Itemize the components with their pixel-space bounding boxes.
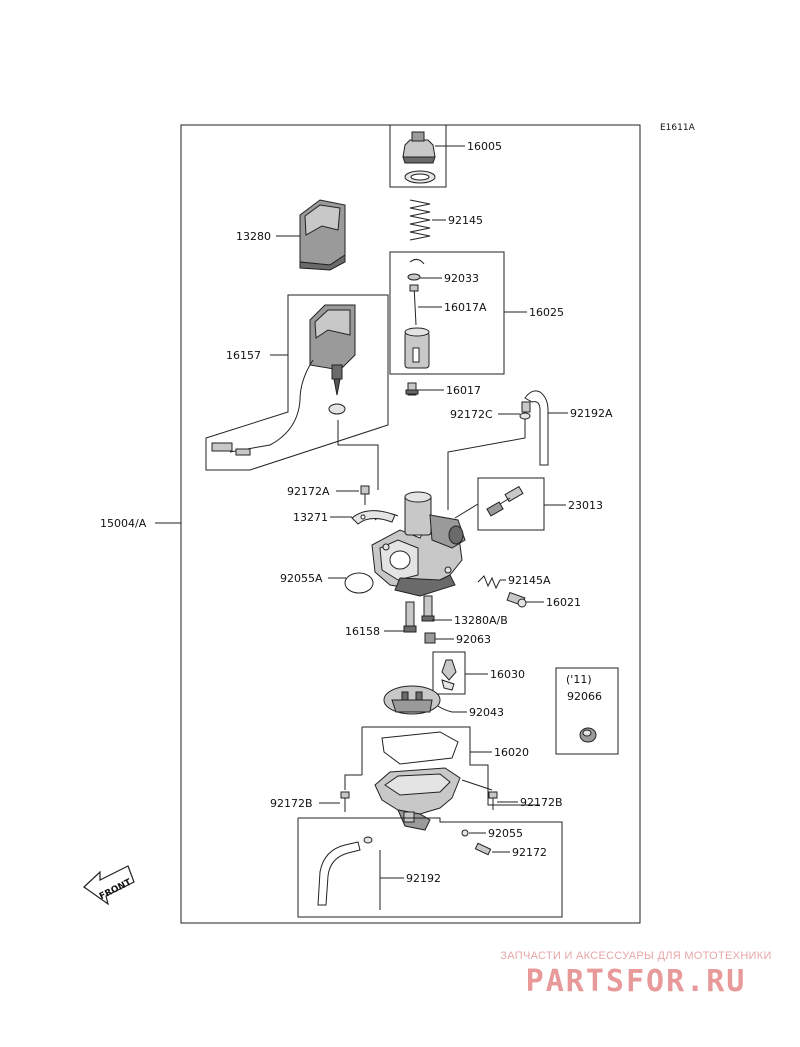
group-box-16157 xyxy=(205,294,389,471)
part-label-92043[interactable]: 92043 xyxy=(469,706,504,719)
part-label-92172[interactable]: 92172 xyxy=(512,846,547,859)
part-label-16017[interactable]: 16017 xyxy=(446,384,481,397)
front-arrow-icon: FRONT xyxy=(83,865,135,906)
bracket-part[interactable] xyxy=(351,510,396,525)
group-box-16030 xyxy=(432,651,466,695)
part-label-16020[interactable]: 16020 xyxy=(494,746,529,759)
part-label-92192A[interactable]: 92192A xyxy=(570,407,613,420)
part-label-16017A[interactable]: 16017A xyxy=(444,301,487,314)
float-valve-part[interactable] xyxy=(441,659,457,691)
clamp-part[interactable] xyxy=(519,412,531,420)
washer-part-92055[interactable] xyxy=(461,829,469,837)
part-label-92172A[interactable]: 92172A xyxy=(287,485,330,498)
needle-clip-part[interactable] xyxy=(407,258,425,326)
group-box-92192 xyxy=(297,817,563,918)
part-label-92066[interactable]: 92066 xyxy=(567,690,602,703)
auto-choke-part[interactable] xyxy=(211,304,356,456)
group-box-92066 xyxy=(555,667,619,755)
group-box-16025 xyxy=(389,251,505,375)
part-label-23013[interactable]: 23013 xyxy=(568,499,603,512)
vent-tube-part[interactable] xyxy=(521,390,549,466)
group-box-16005 xyxy=(389,124,447,188)
group-box-16020 xyxy=(362,726,540,806)
float-chamber-gasket-part[interactable] xyxy=(381,731,459,765)
o-ring-part-92055A[interactable] xyxy=(344,572,374,594)
part-label-16030[interactable]: 16030 xyxy=(490,668,525,681)
part-label-92145[interactable]: 92145 xyxy=(448,214,483,227)
part-label-16025[interactable]: 16025 xyxy=(529,306,564,319)
part-label-92172B-right[interactable]: 92172B xyxy=(520,796,563,809)
watermark-brand: PARTSFOR.RU xyxy=(525,964,747,999)
part-label-92063[interactable]: 92063 xyxy=(456,633,491,646)
carburetor-body-part[interactable] xyxy=(371,491,466,597)
plug-part-92066[interactable] xyxy=(579,727,597,743)
spring-part[interactable] xyxy=(409,199,431,241)
part-label-92055[interactable]: 92055 xyxy=(488,827,523,840)
part-label-92055A[interactable]: 92055A xyxy=(280,572,323,585)
part-label-13280AB[interactable]: 13280A/B xyxy=(454,614,508,627)
watermark-subtitle: ЗАПЧАСТИ И АКСЕССУАРЫ ДЛЯ МОТОТЕХНИКИ xyxy=(500,950,772,962)
part-label-92172B-left[interactable]: 92172B xyxy=(270,797,313,810)
diagram-code: E1611A xyxy=(660,123,696,133)
drain-screw-part[interactable] xyxy=(474,842,492,856)
jet-part-92063[interactable] xyxy=(424,632,436,644)
jet-needle-part[interactable] xyxy=(405,382,419,396)
starter-jet-part[interactable] xyxy=(403,601,417,633)
pilot-spring-part[interactable] xyxy=(477,575,501,590)
group-box-23013 xyxy=(477,477,545,531)
cover-part[interactable] xyxy=(299,199,346,271)
watermark: ЗАПЧАСТИ И АКСЕССУАРЫ ДЛЯ МОТОТЕХНИКИ PA… xyxy=(486,950,786,999)
throttle-slide-part[interactable] xyxy=(404,327,430,369)
part-label-16021[interactable]: 16021 xyxy=(546,596,581,609)
screw-part-92172B-left[interactable] xyxy=(340,791,350,812)
idle-screw-part[interactable] xyxy=(506,591,527,608)
float-chamber-part[interactable] xyxy=(374,767,461,831)
part-label-13280[interactable]: 13280 xyxy=(236,230,271,243)
screw-part-92172B-right[interactable] xyxy=(488,791,498,810)
part-label-92192[interactable]: 92192 xyxy=(406,872,441,885)
drain-tube-part[interactable] xyxy=(317,836,373,906)
part-label-15004A[interactable]: 15004/A xyxy=(100,517,147,530)
screw-part-92172A[interactable] xyxy=(360,485,370,505)
part-label-13271[interactable]: 13271 xyxy=(293,511,328,524)
float-part[interactable] xyxy=(383,685,441,715)
part-label-92145A[interactable]: 92145A xyxy=(508,574,551,587)
switch-part[interactable] xyxy=(486,485,524,517)
carb-top-cap-part[interactable] xyxy=(402,131,436,184)
part-label-92172C[interactable]: 92172C xyxy=(450,408,493,421)
variant-label: ('11) xyxy=(566,673,592,686)
part-label-16158[interactable]: 16158 xyxy=(345,625,380,638)
main-jet-holder-part[interactable] xyxy=(421,595,435,622)
part-label-16157[interactable]: 16157 xyxy=(226,349,261,362)
part-label-16005[interactable]: 16005 xyxy=(467,140,502,153)
part-label-92033[interactable]: 92033 xyxy=(444,272,479,285)
